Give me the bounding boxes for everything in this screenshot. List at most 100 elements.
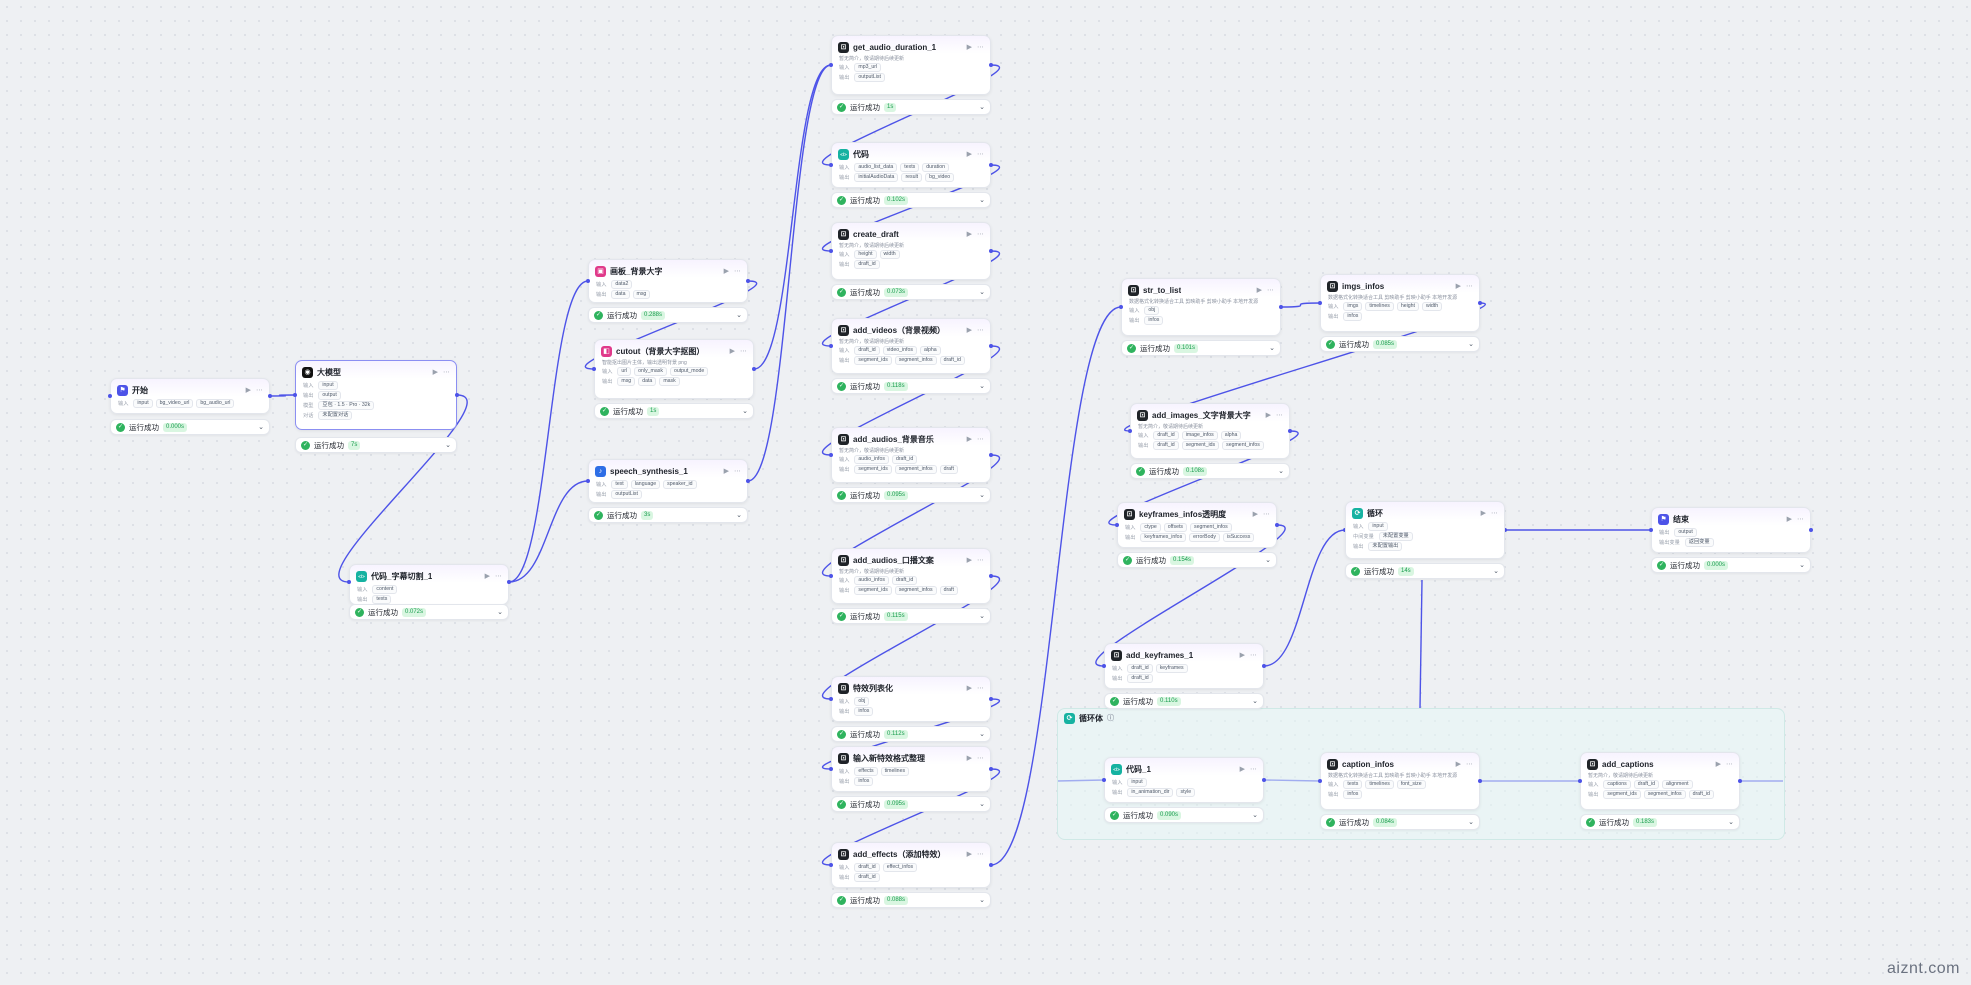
output-port[interactable] [752,367,756,371]
run-node-icon[interactable]: ▶ [966,436,972,443]
chevron-down-icon[interactable]: ⌄ [979,492,985,499]
edge-code-split-to-bg-text[interactable] [508,280,589,583]
chevron-down-icon[interactable]: ⌄ [445,442,451,449]
run-node-icon[interactable]: ▶ [1239,766,1245,773]
chevron-down-icon[interactable]: ⌄ [258,424,264,431]
run-node-icon[interactable]: ▶ [966,231,972,238]
output-port[interactable] [1275,523,1279,527]
more-icon[interactable]: ⋯ [1276,412,1283,419]
output-port[interactable] [1809,528,1813,532]
more-icon[interactable]: ⋯ [1466,761,1473,768]
input-port[interactable] [829,453,833,457]
run-node-icon[interactable]: ▶ [1252,511,1258,518]
more-icon[interactable]: ⋯ [1797,516,1804,523]
chevron-down-icon[interactable]: ⌄ [1493,568,1499,575]
chevron-down-icon[interactable]: ⌄ [1278,468,1284,475]
chevron-down-icon[interactable]: ⌄ [979,289,985,296]
chevron-down-icon[interactable]: ⌄ [1265,557,1271,564]
edge-add-keyframes-to-loop[interactable] [1263,529,1346,667]
run-node-icon[interactable]: ▶ [1455,761,1461,768]
output-port[interactable] [455,393,459,397]
chevron-down-icon[interactable]: ⌄ [979,104,985,111]
run-node-icon[interactable]: ▶ [1715,761,1721,768]
run-node-icon[interactable]: ▶ [723,468,729,475]
output-port[interactable] [1279,305,1283,309]
edge-loop-to-body[interactable] [1419,579,1423,709]
run-node-icon[interactable]: ▶ [966,755,972,762]
input-port[interactable] [829,344,833,348]
chevron-down-icon[interactable]: ⌄ [736,312,742,319]
input-port[interactable] [829,697,833,701]
more-icon[interactable]: ⋯ [740,348,747,355]
input-port[interactable] [1102,778,1106,782]
edge-speech-to-get-audio[interactable] [747,64,832,482]
run-node-icon[interactable]: ▶ [432,369,438,376]
more-icon[interactable]: ⋯ [977,755,984,762]
more-icon[interactable]: ⋯ [1726,761,1733,768]
chevron-down-icon[interactable]: ⌄ [736,512,742,519]
node-caption-infos[interactable]: ⊡caption_infos▶⋯数据格式化转换适合工具 剪映助手 剪映小助手 本… [1320,752,1480,810]
chevron-down-icon[interactable]: ⌄ [979,731,985,738]
run-node-icon[interactable]: ▶ [484,573,490,580]
input-port[interactable] [829,163,833,167]
input-port[interactable] [1649,528,1653,532]
input-port[interactable] [347,580,351,584]
more-icon[interactable]: ⋯ [977,851,984,858]
chevron-down-icon[interactable]: ⌄ [742,408,748,415]
output-port[interactable] [507,580,511,584]
node-str-to-list[interactable]: ⊡str_to_list▶⋯数据格式化转换适合工具 剪映助手 剪映小助手 本地开… [1121,278,1281,336]
output-port[interactable] [989,697,993,701]
chevron-down-icon[interactable]: ⌄ [1468,341,1474,348]
output-port[interactable] [989,767,993,771]
more-icon[interactable]: ⋯ [1267,287,1274,294]
output-port[interactable] [1478,779,1482,783]
output-port[interactable] [989,249,993,253]
chevron-down-icon[interactable]: ⌄ [979,801,985,808]
output-port[interactable] [1738,779,1742,783]
run-node-icon[interactable]: ▶ [966,851,972,858]
more-icon[interactable]: ⋯ [495,573,502,580]
edge-str-to-list-to-imgs-infos[interactable] [1280,302,1321,308]
more-icon[interactable]: ⋯ [734,468,741,475]
more-icon[interactable]: ⋯ [256,387,263,394]
input-port[interactable] [1115,523,1119,527]
chevron-down-icon[interactable]: ⌄ [979,383,985,390]
more-icon[interactable]: ⋯ [977,231,984,238]
output-port[interactable] [989,344,993,348]
more-icon[interactable]: ⋯ [977,44,984,51]
input-port[interactable] [829,863,833,867]
output-port[interactable] [1288,429,1292,433]
chevron-down-icon[interactable]: ⌄ [1468,819,1474,826]
chevron-down-icon[interactable]: ⌄ [1269,345,1275,352]
more-icon[interactable]: ⋯ [1250,766,1257,773]
run-node-icon[interactable]: ▶ [966,151,972,158]
